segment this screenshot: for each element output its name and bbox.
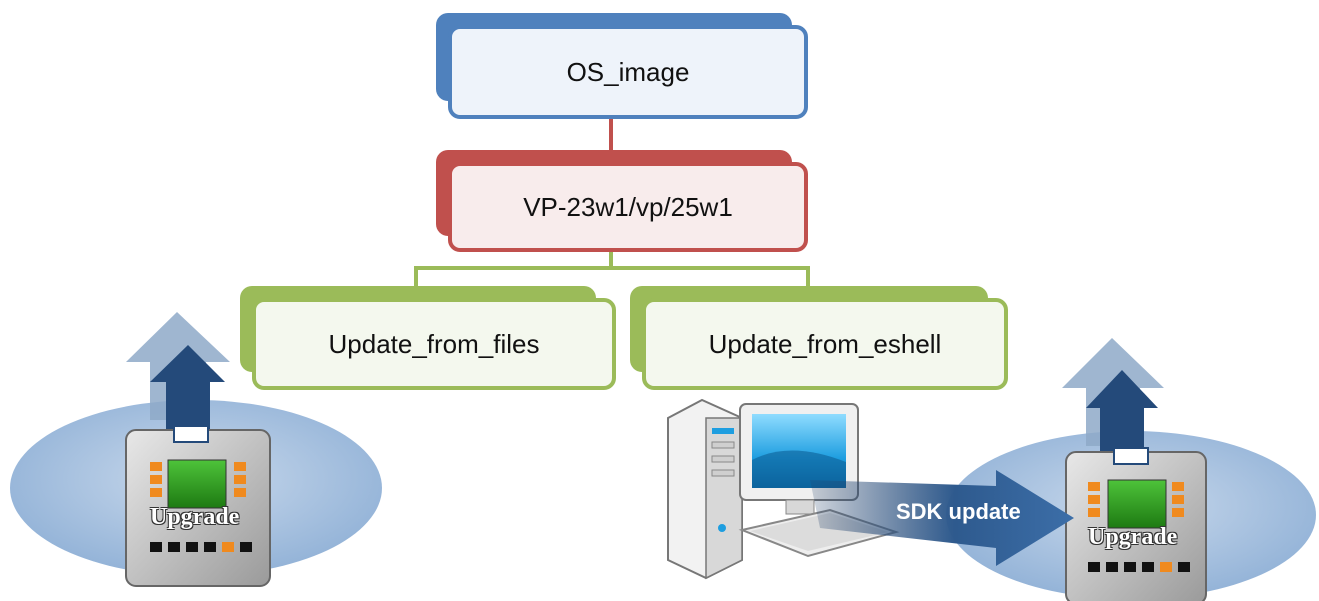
node-update-from-eshell-box: Update_from_eshell [642,298,1008,390]
node-update-from-eshell: Update_from_eshell [630,286,1008,390]
sdk-update-arrow-icon [810,470,1074,566]
pc-monitor-icon [739,403,859,515]
node-update-from-files: Update_from_files [240,286,616,390]
node-update-from-eshell-label: Update_from_eshell [708,328,942,359]
connector-level2-trunk [609,250,613,270]
node-os-image-box: OS_image [448,25,808,119]
node-vp-model-box: VP-23w1/vp/25w1 [448,162,808,252]
node-update-from-files-box: Update_from_files [252,298,616,390]
node-vp-model-label: VP-23w1/vp/25w1 [523,191,733,222]
sdk-update-label: SDK update [896,499,1021,524]
connector-root-to-level2 [609,118,613,154]
connector-right-drop [806,266,810,290]
node-os-image-label: OS_image [566,56,690,87]
connector-level3-bar [414,266,810,270]
left-upgrade-arrow-icon [126,312,230,432]
pc-tower-icon [667,398,743,580]
right-upgrade-label: Upgrade [1088,524,1178,550]
node-vp-model: VP-23w1/vp/25w1 [436,150,808,252]
left-upgrade-label: Upgrade [150,504,240,530]
node-os-image: OS_image [436,13,808,119]
node-update-from-files-label: Update_from_files [328,328,540,359]
right-upgrade-arrow-icon [1062,338,1164,458]
right-device-icon [1065,447,1207,601]
left-device-icon [125,425,271,587]
connector-left-drop [414,266,418,290]
